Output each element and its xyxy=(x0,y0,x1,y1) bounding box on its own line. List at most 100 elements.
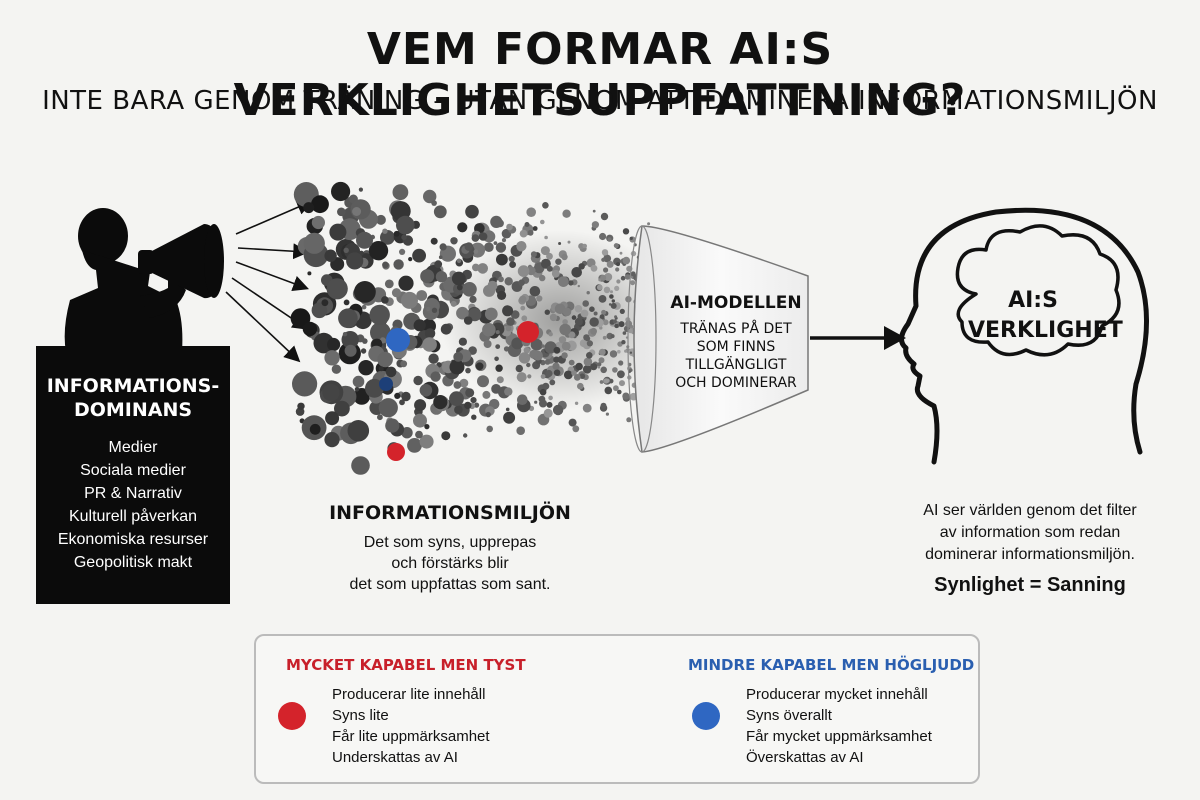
info-dot xyxy=(419,434,434,449)
info-dot xyxy=(329,223,347,241)
info-dot xyxy=(392,184,409,201)
funnel-to-head-arrow xyxy=(810,326,906,350)
info-dot xyxy=(325,411,340,426)
info-dot xyxy=(544,309,550,315)
info-dot xyxy=(518,352,531,364)
info-dot xyxy=(610,290,613,294)
info-dot xyxy=(558,336,567,344)
info-dot xyxy=(360,348,367,354)
info-dot xyxy=(502,305,514,317)
info-dot xyxy=(311,215,325,230)
info-dot xyxy=(545,369,553,378)
info-dot xyxy=(582,300,589,307)
info-dot xyxy=(478,232,488,241)
info-dot xyxy=(534,400,538,404)
info-dot xyxy=(506,317,515,326)
info-dot xyxy=(539,399,547,408)
info-dot xyxy=(516,426,525,436)
info-dot xyxy=(647,222,651,226)
accent-dot xyxy=(379,377,393,391)
info-dot xyxy=(401,427,413,439)
ai-description-line: AI ser världen genom det filter xyxy=(923,502,1137,519)
info-dot xyxy=(477,263,489,274)
info-dot xyxy=(362,338,368,344)
info-dot xyxy=(324,432,340,448)
info-dot xyxy=(614,315,618,319)
info-dot xyxy=(331,181,351,202)
info-dot xyxy=(361,304,367,310)
info-dot xyxy=(619,308,625,314)
info-dot xyxy=(612,319,618,324)
info-dot xyxy=(629,236,633,240)
info-dot xyxy=(484,307,498,321)
blue-dot-icon xyxy=(692,702,720,730)
info-dot xyxy=(380,230,395,245)
info-dot xyxy=(604,386,613,395)
info-dot xyxy=(501,238,507,243)
info-dot xyxy=(493,241,498,246)
info-dot xyxy=(586,352,593,359)
list-item: Producerar lite innehåll xyxy=(332,686,486,703)
info-dot xyxy=(486,425,494,433)
info-dot xyxy=(334,400,350,417)
info-dot xyxy=(548,332,553,337)
info-dot xyxy=(398,275,414,291)
info-dot xyxy=(598,348,606,356)
visibility-equals-truth: Synlighet = Sanning xyxy=(934,574,1126,596)
info-dot xyxy=(613,385,619,392)
info-dot xyxy=(504,387,513,396)
info-dot xyxy=(416,290,428,301)
info-dot xyxy=(539,274,546,282)
info-dot xyxy=(401,234,407,241)
info-dot xyxy=(580,309,589,318)
info-dot xyxy=(574,305,583,313)
info-dot xyxy=(496,253,508,266)
info-dot xyxy=(352,375,365,388)
info-dot xyxy=(463,433,468,438)
list-item: Syns överallt xyxy=(746,707,832,724)
info-dot xyxy=(465,204,479,219)
info-dot xyxy=(420,269,435,284)
ai-description: AI ser världen genom det filter av infor… xyxy=(880,500,1180,566)
info-dot xyxy=(453,352,464,362)
info-dot xyxy=(542,382,550,390)
quiet-capable-heading: MYCKET KAPABEL MEN TYST xyxy=(286,656,526,674)
info-dot xyxy=(622,392,630,400)
info-dot xyxy=(483,340,492,348)
info-dot xyxy=(558,242,562,245)
ai-reality-label: AI:S VERKLIGHET xyxy=(968,286,1123,346)
list-item: Producerar mycket innehåll xyxy=(746,686,928,703)
info-dot xyxy=(369,304,390,326)
funnel-icon xyxy=(627,225,809,453)
info-dot xyxy=(629,351,633,354)
info-dot xyxy=(515,364,523,373)
info-dot xyxy=(548,395,553,401)
info-dot xyxy=(586,340,594,347)
info-dot xyxy=(583,334,590,341)
info-dot xyxy=(482,390,491,399)
info-dot xyxy=(598,357,605,364)
accent-dot xyxy=(517,321,539,343)
info-dot xyxy=(552,404,564,416)
info-dot xyxy=(571,267,582,278)
info-dot xyxy=(324,249,337,262)
info-dot xyxy=(428,353,439,364)
info-dot xyxy=(536,295,543,302)
info-dot xyxy=(368,241,389,261)
info-dot xyxy=(577,382,584,390)
podium-heading-line2: DOMINANS xyxy=(73,399,193,421)
info-dot xyxy=(440,323,452,335)
info-dot xyxy=(602,319,609,326)
info-dot xyxy=(624,349,628,353)
info-dot xyxy=(393,259,404,270)
environment-line: Det som syns, upprepas xyxy=(363,534,537,551)
info-dot xyxy=(331,364,342,374)
info-dot xyxy=(607,237,612,242)
info-dot xyxy=(400,360,408,368)
environment-description: Det som syns, upprepas och förstärks bli… xyxy=(300,532,600,595)
ai-description-line: av information som redan xyxy=(939,524,1121,541)
info-dot xyxy=(470,397,477,404)
info-dot xyxy=(344,344,357,357)
info-dot xyxy=(571,370,577,376)
info-dot xyxy=(309,423,321,435)
